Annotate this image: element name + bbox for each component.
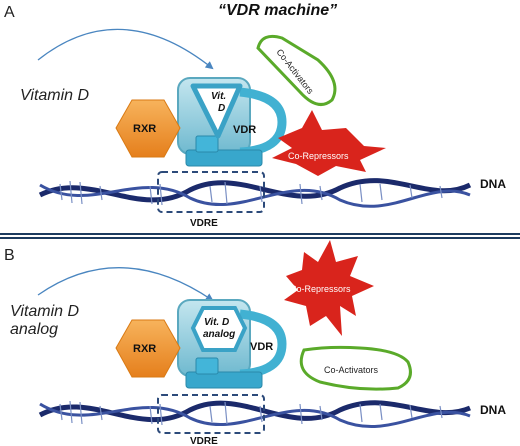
rxr-label: RXR xyxy=(133,123,156,135)
panel-a-label: A xyxy=(4,4,15,21)
dna-helix xyxy=(38,178,472,208)
coactivators-label-b: Co-Activators xyxy=(324,365,379,375)
panel-b: B Vitamin D analog DNA VDRE xyxy=(4,240,506,446)
vdr-label-b: VDR xyxy=(250,341,273,353)
panel-a: A “VDR machine” Vitamin D DNA VDRE xyxy=(4,2,506,229)
dna-helix-b xyxy=(38,400,471,429)
dna-label-b: DNA xyxy=(480,403,506,417)
ligand-analog-arrow xyxy=(37,267,214,302)
vdr-receptor-b xyxy=(177,299,287,389)
rxr-label-b: RXR xyxy=(133,343,156,355)
vit-d-analog-label-line1: Vit. D xyxy=(204,317,229,328)
vdr-receptor xyxy=(177,77,287,167)
vitamin-d-analog-label-line2: analog xyxy=(10,321,58,338)
diagram-title: “VDR machine” xyxy=(218,2,337,19)
corepressors-label-b: Co-Repressors xyxy=(290,284,351,294)
vdr-label: VDR xyxy=(233,124,256,136)
coactivators-shape xyxy=(256,34,337,106)
corepressors-label: Co-Repressors xyxy=(288,151,349,161)
coactivators-shape-b xyxy=(299,345,412,391)
vit-d-label-line2: D xyxy=(218,103,225,114)
ligand-arrow xyxy=(37,28,214,70)
panel-divider-top xyxy=(0,233,520,235)
vdre-label-b: VDRE xyxy=(190,436,218,446)
dna-label: DNA xyxy=(480,177,506,191)
vit-d-label-line1: Vit. xyxy=(211,91,226,102)
vit-d-analog-label-line2: analog xyxy=(203,329,235,340)
vdre-label: VDRE xyxy=(190,218,218,229)
corepressors-shape-b xyxy=(284,240,374,336)
rxr-hexagon-b xyxy=(115,319,181,378)
corepressors-shape xyxy=(272,110,386,176)
vitamin-d-analog-label-line1: Vitamin D xyxy=(10,303,80,320)
panel-divider-bottom xyxy=(0,237,520,239)
rxr-hexagon xyxy=(115,99,181,158)
panel-b-label: B xyxy=(4,247,15,264)
vitamin-d-label: Vitamin D xyxy=(20,87,90,104)
vdre-box xyxy=(157,171,265,213)
